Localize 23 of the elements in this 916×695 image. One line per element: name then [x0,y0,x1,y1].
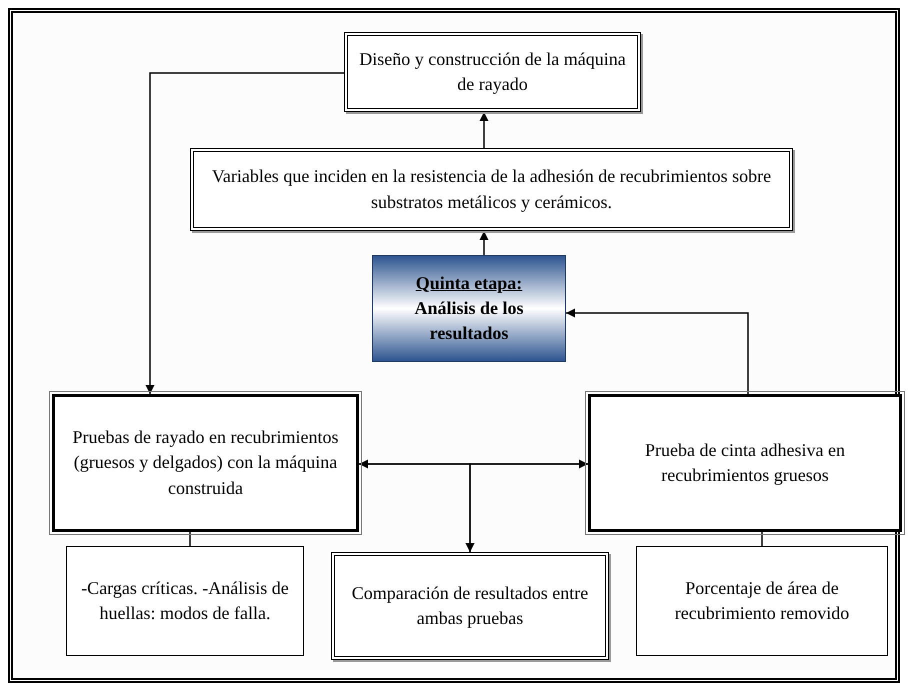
process-box [344,32,641,112]
stage-box [372,255,566,362]
process-box [331,552,609,660]
arrow [566,308,749,394]
process-box [588,394,902,532]
box-text: Comparación de resultados entre ambas pruebas [350,582,590,630]
process-box [52,394,359,532]
arrow [466,463,588,552]
arrow [480,231,488,255]
process-box [66,546,304,656]
process-box [636,546,888,656]
box-text: Porcentaje de área de recubrimiento removido [674,576,850,625]
box-text: Prueba de cinta adhesiva en recubrimientos gruesos [644,438,846,487]
box-text: Diseño y construcción de la máquina de rayado [358,48,627,96]
stage-heading: Quinta etapa: [416,272,522,295]
arrow [359,460,588,468]
box-text: Análisis de los resultados [413,296,525,346]
arrow [480,112,488,148]
arrow [146,72,344,394]
box-text: Variables que inciden en la resistencia de la adhesión de recubrimientos sobre substratos metálicos y cerámicos. [210,165,772,214]
box-text: -Cargas críticas. -Análisis de huellas: modos de falla. [80,576,290,625]
process-box [190,148,793,231]
box-text: Pruebas de rayado en recubrimientos (gruesos y delgados) con la máquina construida [72,426,340,500]
